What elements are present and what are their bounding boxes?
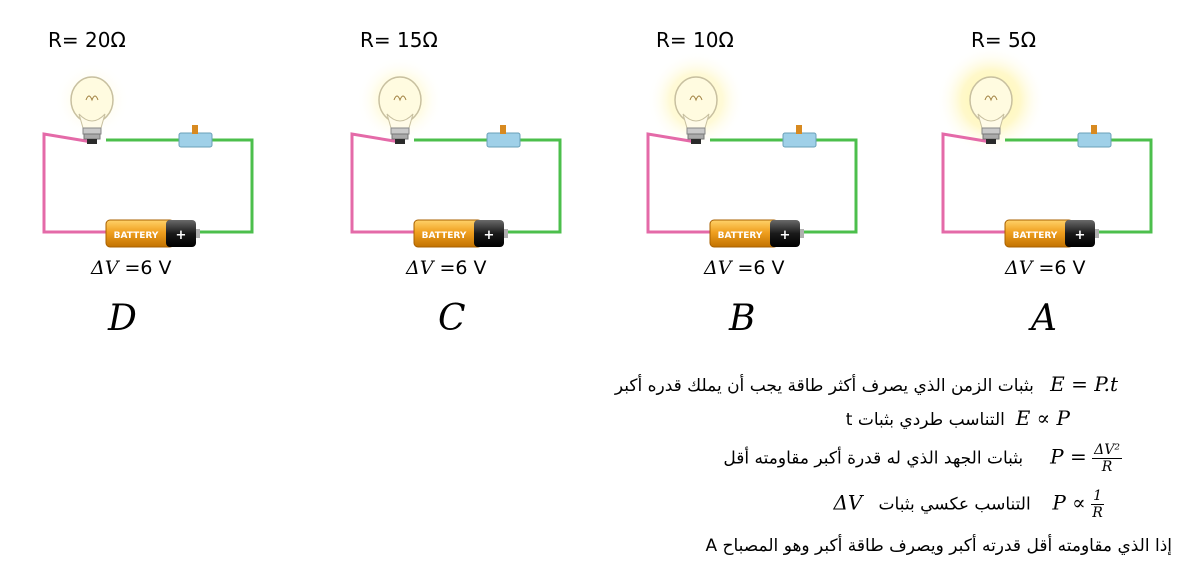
battery-label: BATTERY (718, 231, 763, 241)
line-3-text: بثبات الجهد الذي له قدرة أكبر مقاومته أق… (723, 448, 1024, 469)
wire-green-right (504, 138, 562, 234)
voltage-label: ΔV =6 V (406, 257, 487, 279)
circuit-diagram: BATTERY + (646, 51, 858, 248)
wire-green-right (196, 138, 254, 234)
line-4-equation: P ∝ (1052, 490, 1086, 515)
line-3-equation: P = (1050, 444, 1087, 469)
light-bulb-icon (378, 76, 422, 144)
line-1-equation: E = P.t (1050, 372, 1118, 396)
circuit-diagram: BATTERY + (350, 57, 562, 248)
voltage-label: ΔV =6 V (1005, 257, 1086, 279)
circuit-letter: A (1031, 298, 1057, 339)
light-bulb-icon (70, 76, 114, 144)
wire-pink (646, 132, 713, 234)
battery-plus-sign: + (484, 228, 495, 243)
battery-plus-sign: + (1075, 228, 1086, 243)
wire-pink (350, 132, 417, 234)
resistance-label: R= 15Ω (360, 28, 438, 52)
battery-icon: BATTERY + (413, 219, 508, 248)
circuit-panel-C: BATTERY + R= 15Ω ΔV =6 V C (342, 0, 642, 345)
switch-icon (486, 125, 521, 148)
light-bulb-icon (674, 76, 718, 144)
circuit-diagram: BATTERY + (937, 46, 1153, 248)
battery-plus-sign: + (176, 228, 187, 243)
resistance-label: R= 5Ω (971, 28, 1037, 52)
circuit-panel-D: BATTERY + R= 20Ω ΔV =6 V D (34, 0, 334, 345)
switch-icon (1077, 125, 1112, 148)
battery-plus-sign: + (780, 228, 791, 243)
light-bulb-icon (969, 76, 1013, 144)
line-4-text: التناسب عكسي بثبات (878, 494, 1031, 515)
switch-icon (782, 125, 817, 148)
line-4-variable: ΔV (833, 490, 863, 515)
voltage-label: ΔV =6 V (91, 257, 172, 279)
battery-label: BATTERY (1013, 231, 1058, 241)
battery-label: BATTERY (114, 231, 159, 241)
wire-green-right (800, 138, 858, 234)
line-2: التناسب طردي بثبات t E ∝ P (846, 406, 1070, 430)
resistance-label: R= 20Ω (48, 28, 126, 52)
wire-green-right (1095, 138, 1153, 234)
wire-pink (941, 132, 1008, 234)
battery-icon: BATTERY + (1004, 219, 1099, 248)
line-2-equation: E ∝ P (1015, 406, 1070, 430)
resistance-label: R= 10Ω (656, 28, 734, 52)
wire-pink (42, 132, 109, 234)
circuit-panel-A: BATTERY + R= 5Ω ΔV =6 V A (933, 0, 1182, 345)
explanation-block: بثبات الزمن الذي يصرف أكثر طاقة يجب أن ي… (0, 360, 1182, 569)
circuit-panel-B: BATTERY + R= 10Ω ΔV =6 V B (638, 0, 938, 345)
line-5-text: إذا الذي مقاومته أقل قدرته أكبر ويصرف طا… (705, 536, 1172, 556)
line-5: إذا الذي مقاومته أقل قدرته أكبر ويصرف طا… (705, 536, 1172, 556)
battery-label: BATTERY (422, 231, 467, 241)
circuit-letter: B (729, 298, 756, 339)
voltage-label: ΔV =6 V (704, 257, 785, 279)
line-3: بثبات الجهد الذي له قدرة أكبر مقاومته أق… (723, 442, 1122, 475)
switch-icon (178, 125, 213, 148)
circuit-letter: D (108, 298, 137, 339)
line-1-text: بثبات الزمن الذي يصرف أكثر طاقة يجب أن ي… (614, 376, 1034, 396)
circuit-diagram: BATTERY + (42, 62, 254, 248)
line-2-text: التناسب طردي بثبات t (845, 410, 1005, 430)
line-1: بثبات الزمن الذي يصرف أكثر طاقة يجب أن ي… (615, 372, 1118, 396)
battery-icon: BATTERY + (105, 219, 200, 248)
battery-icon: BATTERY + (709, 219, 804, 248)
circuit-letter: C (438, 298, 466, 339)
